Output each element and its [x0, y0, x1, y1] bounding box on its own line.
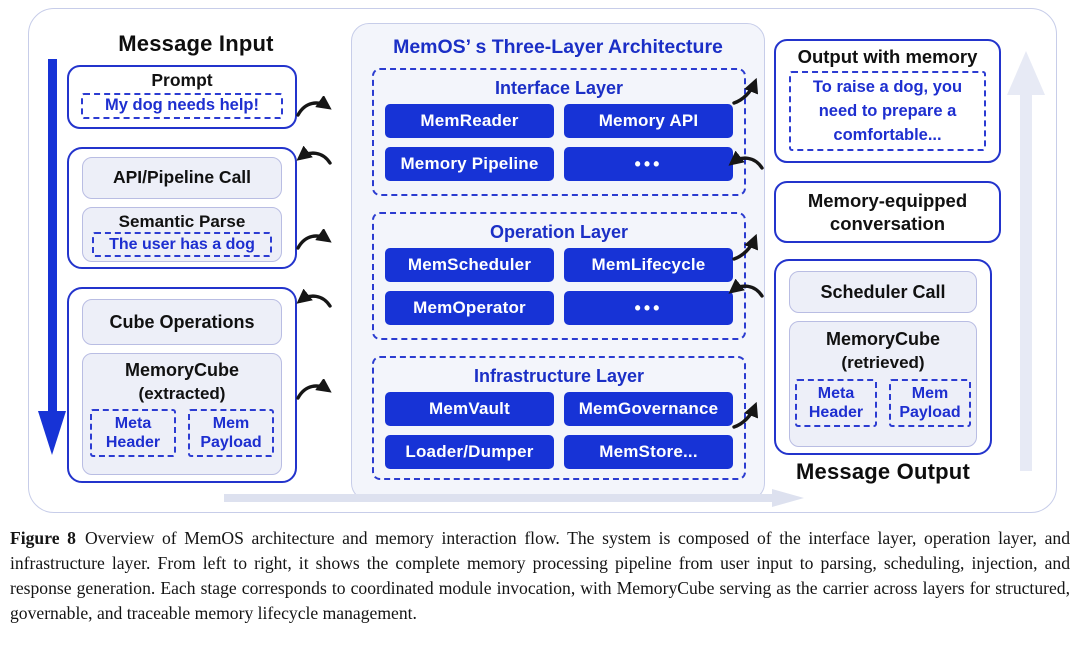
cube-operations-label: Cube Operations: [109, 311, 255, 332]
interface-layer-title: Interface Layer: [494, 78, 624, 98]
memorycube-extracted-label: MemoryCube: [124, 360, 240, 380]
module-ellipsis-interface: •••: [564, 147, 733, 181]
message-output-title: Message Output: [796, 459, 970, 484]
prompt-value: My dog needs help!: [81, 92, 283, 119]
bottom-flow-arrow-icon: [224, 489, 806, 512]
semantic-parse-label: Semantic Parse: [118, 212, 246, 231]
memorycube-extracted-box: MemoryCube (extracted) Meta Header Mem P…: [82, 353, 282, 475]
module-memstore: MemStore...: [564, 435, 733, 469]
core-title: MemOS’ s Three-Layer Architecture: [393, 36, 723, 58]
input-flow-arrow-icon: [37, 59, 67, 459]
curve-arrow-left-icon: [727, 278, 767, 309]
operation-layer: Operation Layer MemScheduler MemLifecycl…: [372, 212, 746, 340]
module-memgovernance: MemGovernance: [564, 392, 733, 426]
api-pipeline-call-box: API/Pipeline Call: [82, 157, 282, 199]
output-with-memory-label: Output with memory: [797, 46, 978, 67]
mem-payload-box: Mem Payload: [188, 409, 274, 457]
curve-arrow-right-icon: [295, 377, 335, 409]
curve-arrow-right-icon: [295, 94, 335, 126]
memory-equipped-conversation-box: Memory-equipped conversation: [774, 181, 1001, 243]
module-memory-api: Memory API: [564, 104, 733, 138]
scheduler-call-box: Scheduler Call: [789, 271, 977, 313]
message-input-title: Message Input: [118, 31, 274, 56]
meta-header-box-retrieved: Meta Header: [795, 379, 877, 427]
output-with-memory-box: Output with memory To raise a dog, you n…: [774, 39, 1001, 163]
semantic-parse-box: Semantic Parse The user has a dog: [82, 207, 282, 262]
infrastructure-layer: Infrastructure Layer MemVault MemGoverna…: [372, 356, 746, 480]
curve-arrow-right-icon: [295, 227, 335, 259]
memorycube-extracted-sublabel: (extracted): [138, 384, 226, 403]
operation-layer-title: Operation Layer: [489, 222, 629, 242]
figure-caption-tag: Figure 8: [10, 528, 76, 548]
retrieved-group-box: Scheduler Call MemoryCube (retrieved) Me…: [774, 259, 992, 455]
curve-arrow-up-right-icon: [729, 77, 769, 107]
module-ellipsis-operation: •••: [564, 291, 733, 325]
output-flow-arrow-icon: [1004, 51, 1048, 476]
cube-group-box: Cube Operations MemoryCube (extracted) M…: [67, 287, 297, 483]
architecture-diagram-panel: Message Input Prompt My dog needs help! …: [28, 8, 1057, 513]
prompt-label: Prompt: [151, 70, 213, 90]
mem-payload-box-retrieved: Mem Payload: [889, 379, 971, 427]
module-memreader: MemReader: [385, 104, 554, 138]
module-memoperator: MemOperator: [385, 291, 554, 325]
module-memory-pipeline: Memory Pipeline: [385, 147, 554, 181]
memorycube-retrieved-box: MemoryCube (retrieved) Meta Header Mem P…: [789, 321, 977, 447]
memorycube-retrieved-sublabel: (retrieved): [841, 353, 925, 372]
module-loader-dumper: Loader/Dumper: [385, 435, 554, 469]
cube-operations-box: Cube Operations: [82, 299, 282, 345]
memorycube-retrieved-label: MemoryCube: [825, 329, 941, 349]
output-line-3: comfortable...: [833, 126, 942, 145]
curve-arrow-left-icon: [727, 150, 767, 181]
interface-layer: Interface Layer MemReader Memory API Mem…: [372, 68, 746, 196]
prompt-box: Prompt My dog needs help!: [67, 65, 297, 129]
module-memscheduler: MemScheduler: [385, 248, 554, 282]
meta-header-box: Meta Header: [90, 409, 176, 457]
curve-arrow-left-icon: [295, 145, 335, 176]
semantic-parse-value: The user has a dog: [92, 232, 272, 257]
memos-core-panel: MemOS’ s Three-Layer Architecture Interf…: [351, 23, 765, 501]
module-memvault: MemVault: [385, 392, 554, 426]
parse-group-box: API/Pipeline Call Semantic Parse The use…: [67, 147, 297, 269]
output-line-1: To raise a dog, you: [812, 78, 963, 97]
figure-caption-text: Overview of MemOS architecture and memor…: [10, 528, 1070, 623]
api-pipeline-call-label: API/Pipeline Call: [112, 167, 252, 188]
output-line-2: need to prepare a: [818, 102, 957, 121]
curve-arrow-left-icon: [295, 288, 335, 319]
output-with-memory-text: To raise a dog, you need to prepare a co…: [789, 71, 986, 152]
infrastructure-layer-title: Infrastructure Layer: [473, 366, 645, 386]
curve-arrow-up-right-icon: [729, 401, 769, 431]
module-memlifecycle: MemLifecycle: [564, 248, 733, 282]
memory-equipped-conversation-label: Memory-equipped conversation: [807, 189, 968, 234]
curve-arrow-up-right-icon: [729, 233, 769, 263]
scheduler-call-label: Scheduler Call: [820, 281, 946, 302]
